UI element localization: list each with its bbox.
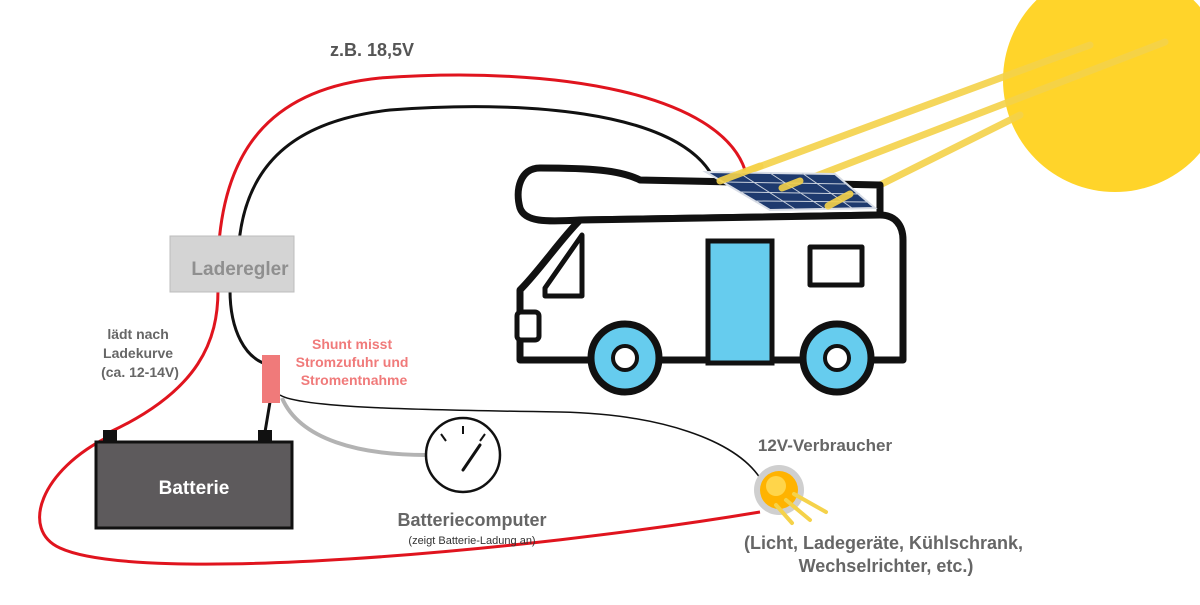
camper-door: [705, 238, 775, 366]
battery-computer-note: (zeigt Batterie-Ladung an): [408, 535, 535, 547]
charge-curve-note: lädt nach Ladekurve (ca. 12-14V): [101, 326, 179, 380]
shunt-negative-wire: [228, 289, 271, 367]
panel-negative-wire: [236, 105, 712, 261]
gauge-icon: [424, 416, 502, 494]
camper-wheels: [587, 320, 875, 396]
shunt: [262, 355, 280, 403]
panel-positive-wire: [216, 73, 747, 261]
shunt-battery-wire: [263, 401, 272, 433]
charge-controller: [169, 235, 295, 293]
battery: [94, 430, 294, 530]
consumer-negative-wire: [279, 394, 761, 479]
sense-wire: [280, 397, 427, 457]
light-bulb-icon: [754, 465, 828, 525]
shunt-note: Shunt misst Stromzufuhr und Stromentnahm…: [296, 336, 413, 388]
battery-positive-wire: [109, 289, 220, 434]
consumer-title: 12V-Verbraucher: [758, 436, 893, 455]
consumer-examples: (Licht, Ladegeräte, Kühlschrank, Wechsel…: [744, 533, 1028, 576]
consumer-positive-wire: [38, 434, 761, 566]
battery-computer-label: Batteriecomputer: [397, 510, 546, 530]
controller-label: Laderegler: [191, 259, 289, 280]
panel-voltage-label: z.B. 18,5V: [330, 40, 414, 60]
panel-rays: [716, 162, 854, 210]
battery-label: Batterie: [159, 478, 230, 499]
